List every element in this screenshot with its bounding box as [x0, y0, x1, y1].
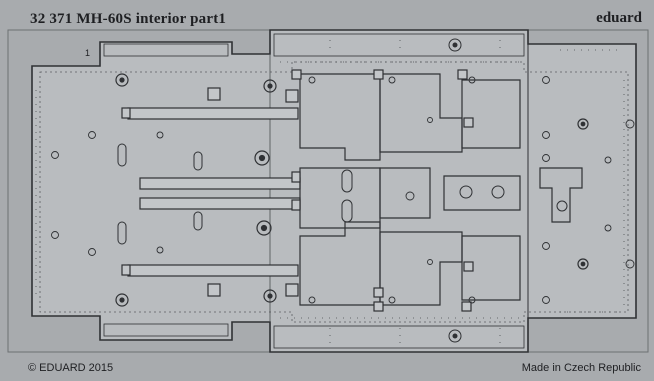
etched-hole-icon: [448, 329, 462, 343]
fret-title: 32 371 MH-60S interior part1: [30, 11, 227, 27]
bottom-tab-strip: [103, 323, 229, 337]
part-number-label: 1: [85, 48, 91, 58]
lightening-hole-icon: [117, 143, 568, 245]
etched-hole-icon: [452, 333, 458, 339]
mounting-bracket-icon: [121, 69, 474, 312]
etched-hole-icon: [51, 76, 635, 304]
bottom-panel-strip: [273, 325, 525, 349]
top-panel-strip: [273, 33, 525, 57]
center-panels: [299, 73, 583, 306]
rivet-rows: [35, 40, 625, 344]
floor-inner-border: [39, 61, 629, 323]
top-tab-strip: [103, 43, 229, 57]
keyhole-bracket: [115, 73, 589, 307]
origin-text: Made in Czech Republic: [521, 362, 641, 374]
etched-hole-icon: [452, 42, 458, 48]
etched-hole-icon: [448, 38, 462, 52]
brand-logo-text: eduard: [596, 10, 642, 26]
copyright-text: © EDUARD 2015: [28, 362, 114, 374]
